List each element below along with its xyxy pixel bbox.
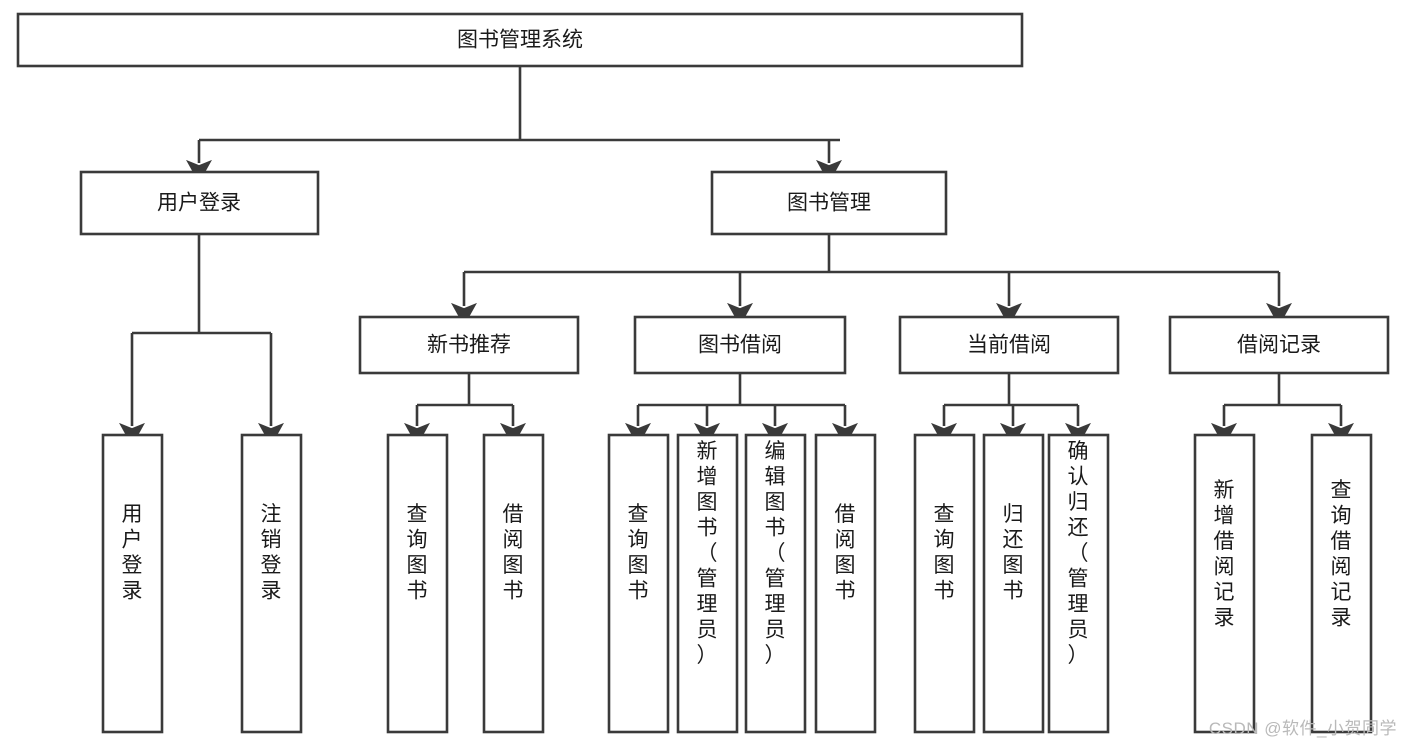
node-book-borrow[interactable]: 图书借阅 xyxy=(633,315,847,375)
leaf-add-book-admin-label: 新增图书（管理员） xyxy=(697,440,718,667)
leaf-logout-box[interactable] xyxy=(240,433,303,734)
leaf-edit-book-admin[interactable]: 编辑图书（管理员） xyxy=(744,433,807,734)
leaf-logout[interactable]: 注销登录 xyxy=(240,433,303,734)
leaf-borrow-book-1-label: 借阅图书 xyxy=(503,503,524,603)
leaf-query-book-2[interactable]: 查询图书 xyxy=(607,433,670,734)
leaf-query-book-1-label: 查询图书 xyxy=(407,503,428,603)
leaf-add-borrow-record-box[interactable] xyxy=(1193,433,1256,734)
node-new-book-recommend[interactable]: 新书推荐 xyxy=(358,315,580,375)
leaf-logout-label: 注销登录 xyxy=(261,503,282,603)
node-borrow-record-label: 借阅记录 xyxy=(1237,334,1321,357)
leaf-query-borrow-record-box[interactable] xyxy=(1310,433,1373,734)
leaf-borrow-book-2-label: 借阅图书 xyxy=(835,503,856,603)
node-book-manage[interactable]: 图书管理 xyxy=(710,170,948,236)
leaf-query-book-2-box[interactable] xyxy=(607,433,670,734)
leaf-query-book-3-box[interactable] xyxy=(913,433,976,734)
leaf-user-login[interactable]: 用户登录 xyxy=(101,433,164,734)
leaf-return-book-label: 归还图书 xyxy=(1003,503,1024,603)
leaf-query-book-1[interactable]: 查询图书 xyxy=(386,433,449,734)
leaf-confirm-return-admin-box[interactable] xyxy=(1047,433,1110,734)
leaf-add-borrow-record[interactable]: 新增借阅记录 xyxy=(1193,433,1256,734)
leaf-confirm-return-admin[interactable]: 确认归还（管理员） xyxy=(1047,433,1110,734)
node-new-book-recommend-label: 新书推荐 xyxy=(427,334,511,357)
leaf-borrow-book-1[interactable]: 借阅图书 xyxy=(482,433,545,734)
leaf-query-borrow-record-label: 查询借阅记录 xyxy=(1331,479,1352,630)
leaf-add-borrow-record-label: 新增借阅记录 xyxy=(1214,479,1235,630)
leaf-user-login-box[interactable] xyxy=(101,433,164,734)
leaf-return-book[interactable]: 归还图书 xyxy=(982,433,1045,734)
node-new-book-recommend-box[interactable] xyxy=(358,315,580,375)
leaf-query-book-2-label: 查询图书 xyxy=(628,503,649,603)
leaf-query-book-3-label: 查询图书 xyxy=(934,503,955,603)
node-book-manage-label: 图书管理 xyxy=(787,192,871,215)
node-borrow-record[interactable]: 借阅记录 xyxy=(1168,315,1390,375)
node-root-box[interactable] xyxy=(16,12,1024,68)
leaf-add-book-admin-box[interactable] xyxy=(676,433,739,734)
node-root[interactable]: 图书管理系统 xyxy=(16,12,1024,68)
node-user-login[interactable]: 用户登录 xyxy=(79,170,320,236)
leaf-borrow-book-1-box[interactable] xyxy=(482,433,545,734)
node-current-borrow-label: 当前借阅 xyxy=(967,334,1051,357)
node-book-borrow-label: 图书借阅 xyxy=(698,334,782,357)
node-borrow-record-box[interactable] xyxy=(1168,315,1390,375)
leaf-borrow-book-2-box[interactable] xyxy=(814,433,877,734)
leaf-query-book-3[interactable]: 查询图书 xyxy=(913,433,976,734)
node-current-borrow-box[interactable] xyxy=(898,315,1120,375)
node-book-manage-box[interactable] xyxy=(710,170,948,236)
node-current-borrow[interactable]: 当前借阅 xyxy=(898,315,1120,375)
leaf-confirm-return-admin-label: 确认归还（管理员） xyxy=(1068,440,1089,667)
leaf-return-book-box[interactable] xyxy=(982,433,1045,734)
leaf-query-borrow-record[interactable]: 查询借阅记录 xyxy=(1310,433,1373,734)
leaf-add-book-admin[interactable]: 新增图书（管理员） xyxy=(676,433,739,734)
leaf-edit-book-admin-label: 编辑图书（管理员） xyxy=(765,440,786,667)
leaf-edit-book-admin-box[interactable] xyxy=(744,433,807,734)
leaf-borrow-book-2[interactable]: 借阅图书 xyxy=(814,433,877,734)
leaf-query-book-1-box[interactable] xyxy=(386,433,449,734)
leaf-user-login-label: 用户登录 xyxy=(122,503,143,603)
node-user-login-label: 用户登录 xyxy=(157,192,241,215)
node-book-borrow-box[interactable] xyxy=(633,315,847,375)
node-root-label: 图书管理系统 xyxy=(457,29,583,52)
node-user-login-box[interactable] xyxy=(79,170,320,236)
connector-layer xyxy=(119,66,1354,447)
